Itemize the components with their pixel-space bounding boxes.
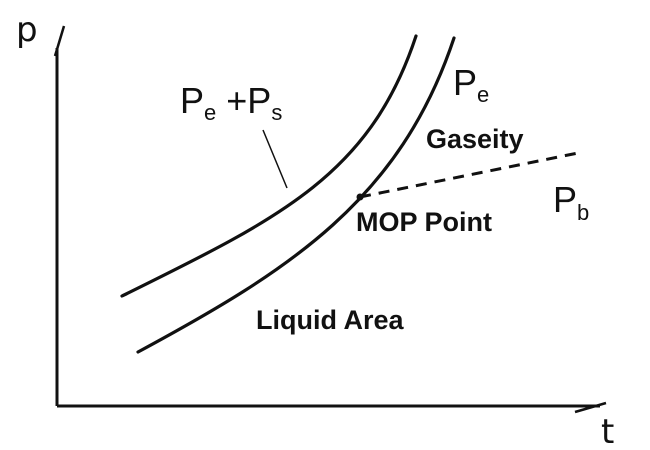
gaseity-region-label: Gaseity <box>426 124 524 154</box>
y-axis-label: p <box>16 10 38 50</box>
y-axis-arrow-tick <box>53 25 66 57</box>
curve-pe-sub-e: e <box>477 82 489 107</box>
curve-pe-plus-ps <box>120 34 418 298</box>
curve-pe-plus-ps-sub-e: e <box>204 100 216 125</box>
mop-point-marker <box>356 193 364 201</box>
curve-pb-main: P <box>553 179 577 220</box>
mop-point-label: MOP Point <box>356 207 492 237</box>
x-axis-label: t <box>601 412 614 450</box>
liquid-area-label: Liquid Area <box>256 305 404 335</box>
curve-pe-plus-ps-plus: +P <box>216 80 271 121</box>
curve-pe-plus-ps-sub-s: s <box>271 100 282 125</box>
curve-pe-main: P <box>453 62 477 103</box>
curve-pe-plus-ps-main: P <box>180 80 204 121</box>
x-axis-arrow-tick <box>574 401 607 414</box>
axes <box>53 25 607 414</box>
curve-pb-sub-b: b <box>577 200 589 225</box>
curve-pe <box>136 36 456 354</box>
curve-pe-plus-ps-label: Pe +Ps <box>180 80 282 125</box>
curve-pe-label: Pe <box>453 62 489 107</box>
leader-line <box>262 129 288 189</box>
curve-pb-label: Pb <box>553 179 589 225</box>
